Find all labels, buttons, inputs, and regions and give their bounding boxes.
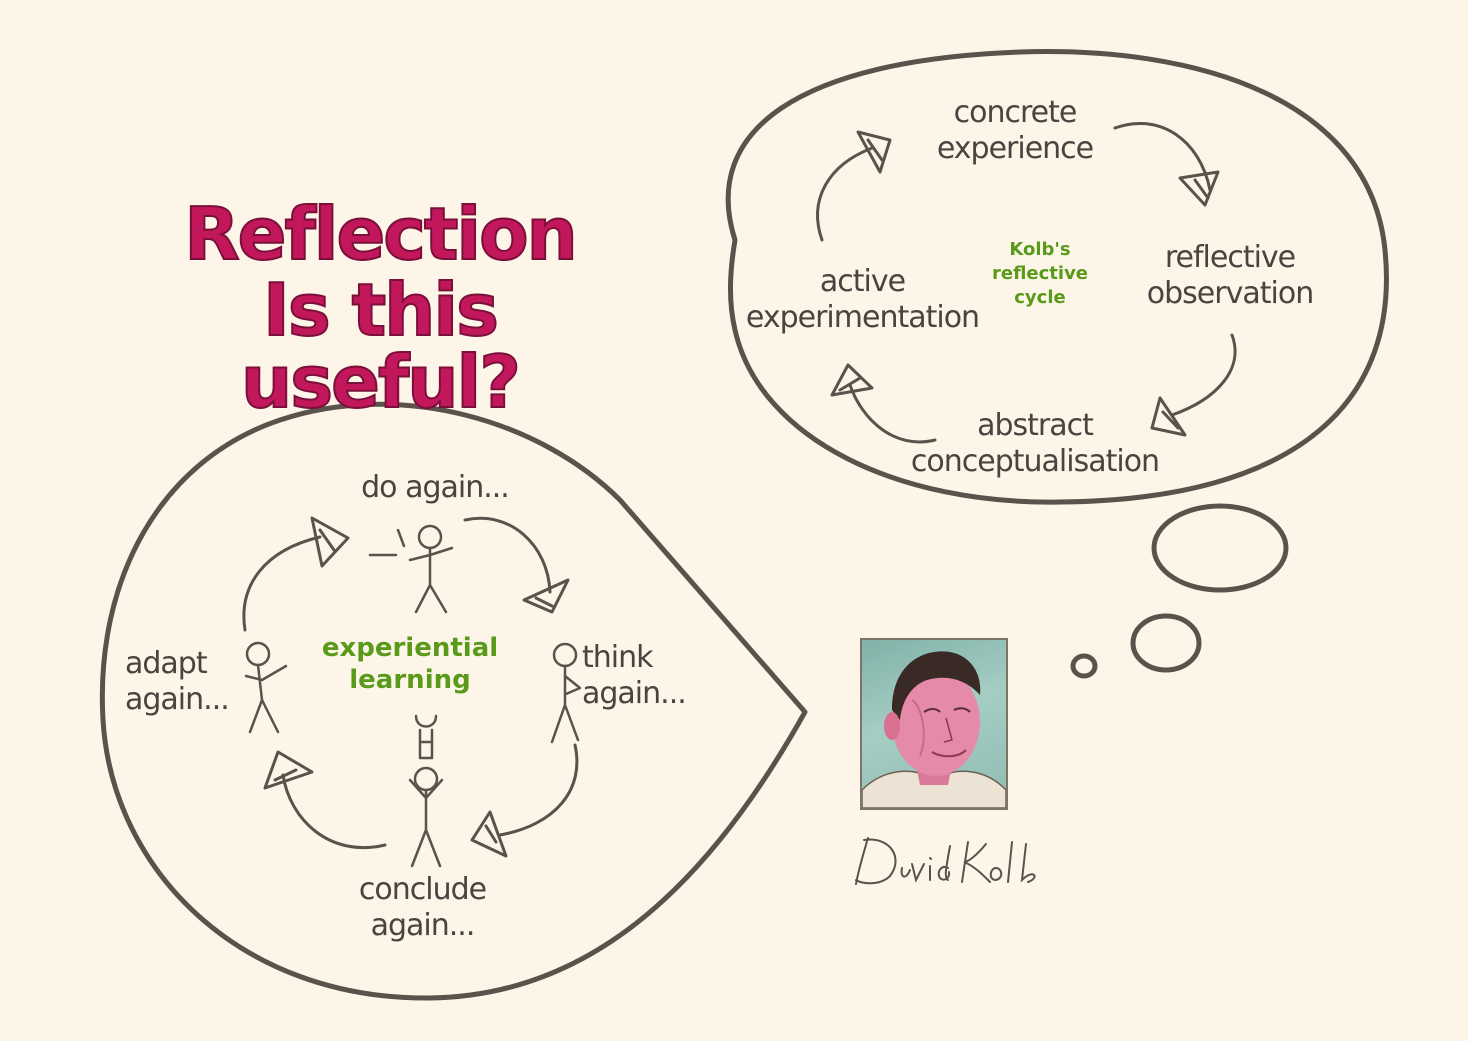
- thought-bubble-outline: [725, 49, 1389, 505]
- exp-stage-do: do again...: [340, 470, 530, 506]
- kolb-center-line: reflective: [991, 263, 1089, 284]
- exp-stage-adapt: adapt again...: [125, 646, 235, 718]
- exp-arrow-adapt-to-do: [242, 516, 350, 632]
- stick-figure-do: [368, 524, 454, 614]
- thought-bubble-tail-medium: [1130, 613, 1202, 673]
- speech-bubble-outline: [99, 401, 808, 1001]
- portrait-illustration: [862, 651, 1006, 808]
- signature-image: [855, 837, 1036, 885]
- exp-center-label: experiential learning: [310, 632, 510, 696]
- exp-arrow-conclude-to-adapt: [263, 750, 387, 850]
- kolb-stage-line: concrete: [953, 95, 1078, 130]
- exp-stage-conclude: conclude again...: [345, 872, 500, 944]
- exp-arrow-do-to-think: [463, 516, 570, 614]
- exp-arrow-think-to-conclude: [470, 743, 579, 858]
- kolb-stage-concrete: concrete experience: [920, 95, 1110, 167]
- stick-figure-adapt: [244, 641, 288, 734]
- exp-stage-line: again...: [370, 908, 476, 943]
- title-line-2: Is this useful?: [240, 268, 522, 424]
- kolb-arrow-concrete-to-reflective: [1113, 122, 1220, 207]
- kolb-arrow-active-to-concrete: [816, 130, 892, 242]
- kolb-stage-line: observation: [1146, 276, 1314, 311]
- exp-stage-line: do again...: [361, 470, 510, 505]
- kolb-center-line: cycle: [1014, 287, 1066, 308]
- kolb-stage-line: experience: [936, 131, 1094, 166]
- kolb-center-line: Kolb's: [1009, 239, 1071, 260]
- exp-center-line: experiential: [321, 633, 499, 663]
- kolb-arrow-abstract-to-active: [830, 363, 937, 444]
- exp-stage-line: again...: [582, 676, 687, 711]
- kolb-stage-abstract: abstract conceptualisation: [895, 408, 1175, 480]
- kolb-center-label: Kolb's reflective cycle: [975, 238, 1105, 310]
- exp-stage-line: adapt: [125, 646, 208, 681]
- kolb-stage-line: reflective: [1164, 240, 1296, 275]
- stick-figure-think: [550, 642, 582, 744]
- kolb-stage-active: active experimentation: [740, 264, 985, 336]
- exp-stage-line: conclude: [358, 872, 487, 907]
- exp-stage-think: think again...: [582, 640, 692, 712]
- exp-center-line: learning: [349, 665, 471, 695]
- kolb-stage-line: experimentation: [745, 300, 980, 335]
- portrait-photo: [860, 638, 1008, 810]
- kolb-stage-line: abstract: [977, 408, 1094, 443]
- title-line-1: Reflection: [183, 192, 579, 276]
- kolb-stage-line: conceptualisation: [910, 444, 1160, 479]
- thought-bubble-tail-small: [1070, 653, 1098, 679]
- stick-figure-conclude: [408, 714, 444, 868]
- exp-stage-line: think: [582, 640, 654, 675]
- exp-stage-line: again...: [125, 682, 230, 717]
- kolb-stage-line: active: [819, 264, 906, 299]
- kolb-arrow-reflective-to-abstract: [1150, 333, 1237, 437]
- thought-bubble-tail-large: [1151, 503, 1289, 593]
- kolb-stage-reflective: reflective observation: [1135, 240, 1325, 312]
